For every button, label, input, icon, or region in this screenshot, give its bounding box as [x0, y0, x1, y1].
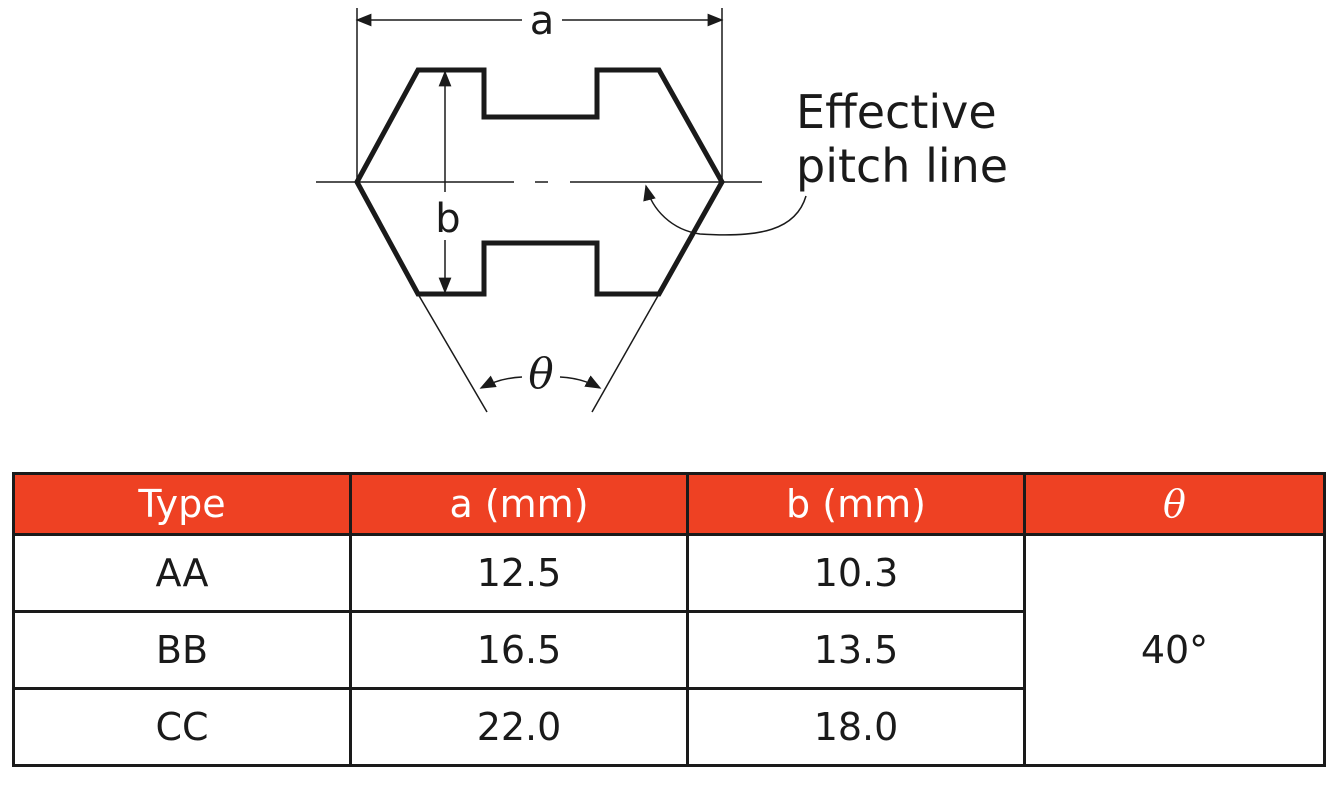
header-b: b (mm) — [686, 472, 1026, 536]
table-row: AA 12.5 10.3 40° — [12, 533, 1326, 767]
cell-type: AA — [12, 533, 352, 613]
cell-a: 22.0 — [349, 687, 689, 767]
belt-spec-table: Type a (mm) b (mm) θ AA 12.5 10.3 40° BB… — [12, 472, 1326, 767]
cell-b: 10.3 — [686, 533, 1026, 613]
header-theta: θ — [1023, 472, 1326, 536]
table-row: CC 22.0 18.0 — [12, 687, 1325, 767]
angle-theta: θ — [417, 293, 660, 413]
callout-line-1: Effective — [796, 85, 997, 139]
dimension-a-label: a — [530, 0, 555, 44]
callout-line-2: pitch line — [796, 139, 1008, 193]
cell-b: 18.0 — [686, 687, 1026, 767]
dimension-b: b — [435, 70, 461, 294]
table-row: BB 16.5 13.5 — [12, 610, 1325, 690]
belt-cross-section-diagram: a b θ Effective pitch line — [316, 0, 1008, 413]
dimension-a: a — [355, 0, 724, 182]
header-type: Type — [12, 472, 352, 536]
pitch-line-callout: Effective pitch line — [643, 85, 1008, 236]
dimension-b-label: b — [435, 196, 460, 242]
cell-type: BB — [12, 610, 352, 690]
cell-a: 16.5 — [349, 610, 689, 690]
table-header-row: Type a (mm) b (mm) θ — [12, 472, 1326, 536]
angle-theta-label: θ — [528, 349, 553, 398]
cell-b: 13.5 — [686, 610, 1026, 690]
cell-theta: 40° — [1023, 533, 1326, 767]
cell-a: 12.5 — [349, 533, 689, 613]
cell-type: CC — [12, 687, 352, 767]
header-a: a (mm) — [349, 472, 689, 536]
